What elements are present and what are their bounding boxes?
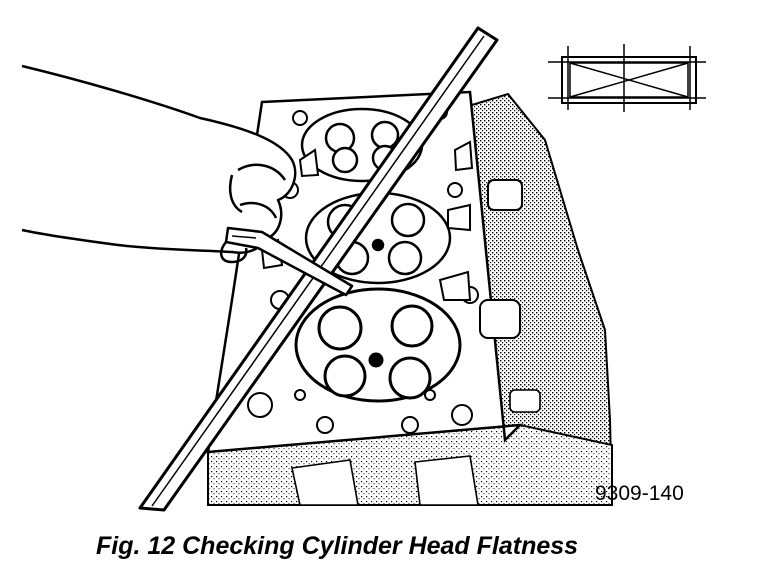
deck-passages bbox=[247, 104, 479, 434]
combustion-chamber-3 bbox=[294, 287, 462, 403]
figure-part-number: 9309-140 bbox=[595, 482, 684, 505]
hand-with-feeler-gauge-icon bbox=[21, 64, 354, 297]
figure-caption: Fig. 12 Checking Cylinder Head Flatness bbox=[96, 532, 579, 560]
straightedge-check-pattern-icon bbox=[548, 44, 706, 112]
